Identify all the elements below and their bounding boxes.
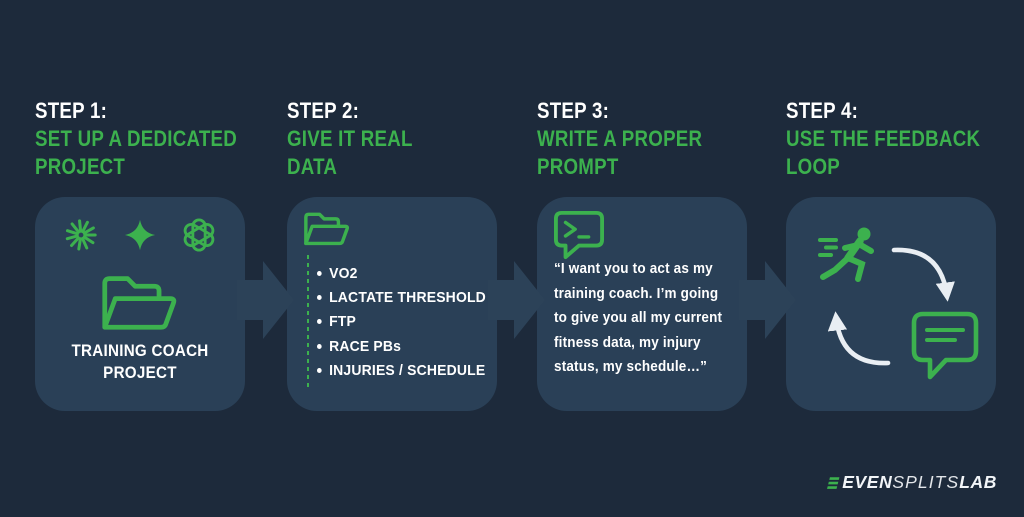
step2-title-line2: DATA [287,154,338,179]
list-item: LACTATE THRESHOLD [317,285,486,309]
bullet-text: FTP [329,313,357,331]
terminal-chat-icon [553,210,605,265]
open-folder-icon [303,209,351,252]
runner-icon [818,227,874,282]
quote-line: fitness data, my injury [554,333,701,351]
step4-header: STEP 4: USE THE FEEDBACK LOOP [786,97,1024,181]
step4-label: STEP 4: [786,98,859,123]
step1-title-line2: PROJECT [35,154,126,179]
step2-header: STEP 2: GIVE IT REAL DATA [287,97,527,181]
flow-arrow-3-icon [739,258,799,347]
data-bullet-list: VO2 LACTATE THRESHOLD FTP RACE PBs INJUR… [317,261,499,383]
starburst-icon [64,218,98,257]
open-folder-icon [35,270,245,333]
step1-card: TRAINING COACH PROJECT [35,197,245,411]
quote-line: “I want you to act as my [554,260,713,277]
step3-card: “I want you to act as my training coach.… [537,197,747,411]
flow-arrow-2-icon [488,258,548,347]
dashed-connector-line [307,255,309,389]
project-label-line2: PROJECT [103,363,177,382]
step1-title-line1: SET UP A DEDICATED [35,126,238,151]
bullet-dot [317,270,322,276]
flow-arrow-1-icon [237,258,297,347]
bullet-dot [317,319,322,325]
project-label-line1: TRAINING COACH [71,342,209,360]
cycle-arrow-clockwise [891,247,955,302]
step3-header: STEP 3: WRITE A PROPER PROMPT [537,97,777,181]
step4-card [786,197,996,411]
feedback-loop-graphic [798,210,984,401]
bullet-text: LACTATE THRESHOLD [329,289,486,307]
bullet-dot [317,343,322,349]
prompt-quote: “I want you to act as my training coach.… [554,257,741,380]
cycle-arrow-counterclockwise [827,311,891,366]
list-item: VO2 [317,261,486,285]
logo-text-splits: SPLITS [892,472,960,492]
bullet-text: RACE PBs [329,337,402,355]
ai-tools-icon-row [35,197,245,257]
triple-bar-mark-icon [827,476,840,489]
chat-bubble-icon [911,311,979,380]
openai-icon [182,218,216,257]
step1-header: STEP 1: SET UP A DEDICATED PROJECT [35,97,275,181]
step4-title-line2: LOOP [786,154,841,179]
list-item: INJURIES / SCHEDULE [317,359,486,383]
step1-label: STEP 1: [35,98,108,123]
logo-text-lab: LAB [959,472,997,492]
bullet-text: VO2 [329,264,358,282]
bullet-dot [317,368,322,374]
step3-title-line2: PROMPT [537,154,619,179]
list-item: FTP [317,310,486,334]
step3-title-line1: WRITE A PROPER [537,126,703,151]
quote-line: training coach. I’m going [554,284,719,302]
quote-line: to give you all my current [554,309,723,326]
step3-label: STEP 3: [537,98,610,123]
step4-title-line1: USE THE FEEDBACK [786,126,981,151]
bullet-dot [317,295,322,301]
quote-line: status, my schedule…” [554,358,708,375]
step2-label: STEP 2: [287,98,360,123]
step2-title-line1: GIVE IT REAL [287,126,413,151]
sparkle-icon [123,218,157,257]
bullet-text: INJURIES / SCHEDULE [329,362,486,380]
logo-text-even: EVEN [842,472,893,492]
project-label: TRAINING COACH PROJECT [43,341,236,384]
list-item: RACE PBs [317,334,486,358]
step2-card: VO2 LACTATE THRESHOLD FTP RACE PBs INJUR… [287,197,497,411]
